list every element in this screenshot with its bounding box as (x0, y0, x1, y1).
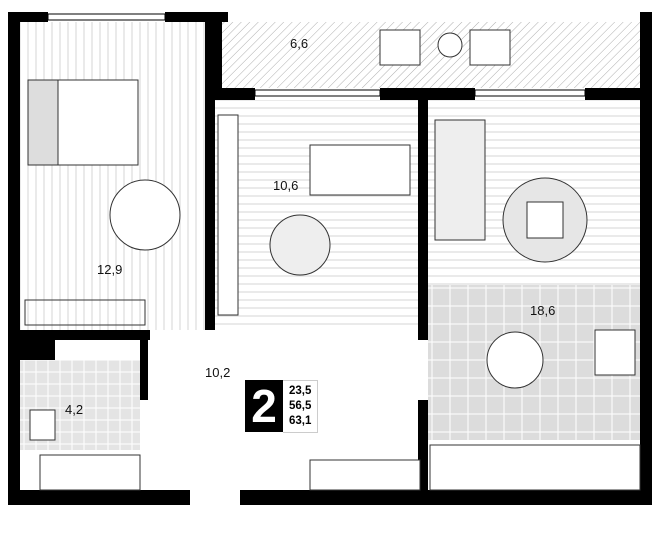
room-area-hallway: 10,2 (205, 365, 231, 380)
sofa (434, 119, 486, 241)
bathtub (39, 454, 141, 491)
windows (47, 13, 586, 97)
furniture (24, 29, 641, 491)
shoe-rack (309, 459, 421, 491)
wardrobe (217, 114, 239, 316)
living-area: 23,5 (289, 385, 312, 397)
walls (8, 12, 652, 505)
balcony-floor (222, 22, 640, 88)
room-area-bathroom: 4,2 (65, 402, 84, 417)
rooms-count: 2 (245, 380, 283, 432)
apartment-badge: 2 23,5 56,5 63,1 (245, 380, 319, 433)
stove (594, 329, 636, 376)
bedroom-main-floor (20, 22, 205, 330)
total-area-with-balcony: 63,1 (289, 415, 312, 427)
single-bed (309, 144, 411, 196)
total-area: 56,5 (289, 400, 312, 412)
bedroom-second-floor (215, 100, 418, 330)
room-area-bedroom-main: 12,9 (97, 262, 123, 277)
room-area-bedroom-second: 10,6 (273, 178, 299, 193)
toilet (29, 409, 56, 441)
room-area-balcony: 6,6 (290, 36, 309, 51)
area-summary: 23,5 56,5 63,1 (283, 380, 319, 433)
kitchen-counter (429, 444, 641, 491)
room-area-living-kitchen: 18,6 (530, 303, 556, 318)
dining-table (486, 331, 544, 389)
